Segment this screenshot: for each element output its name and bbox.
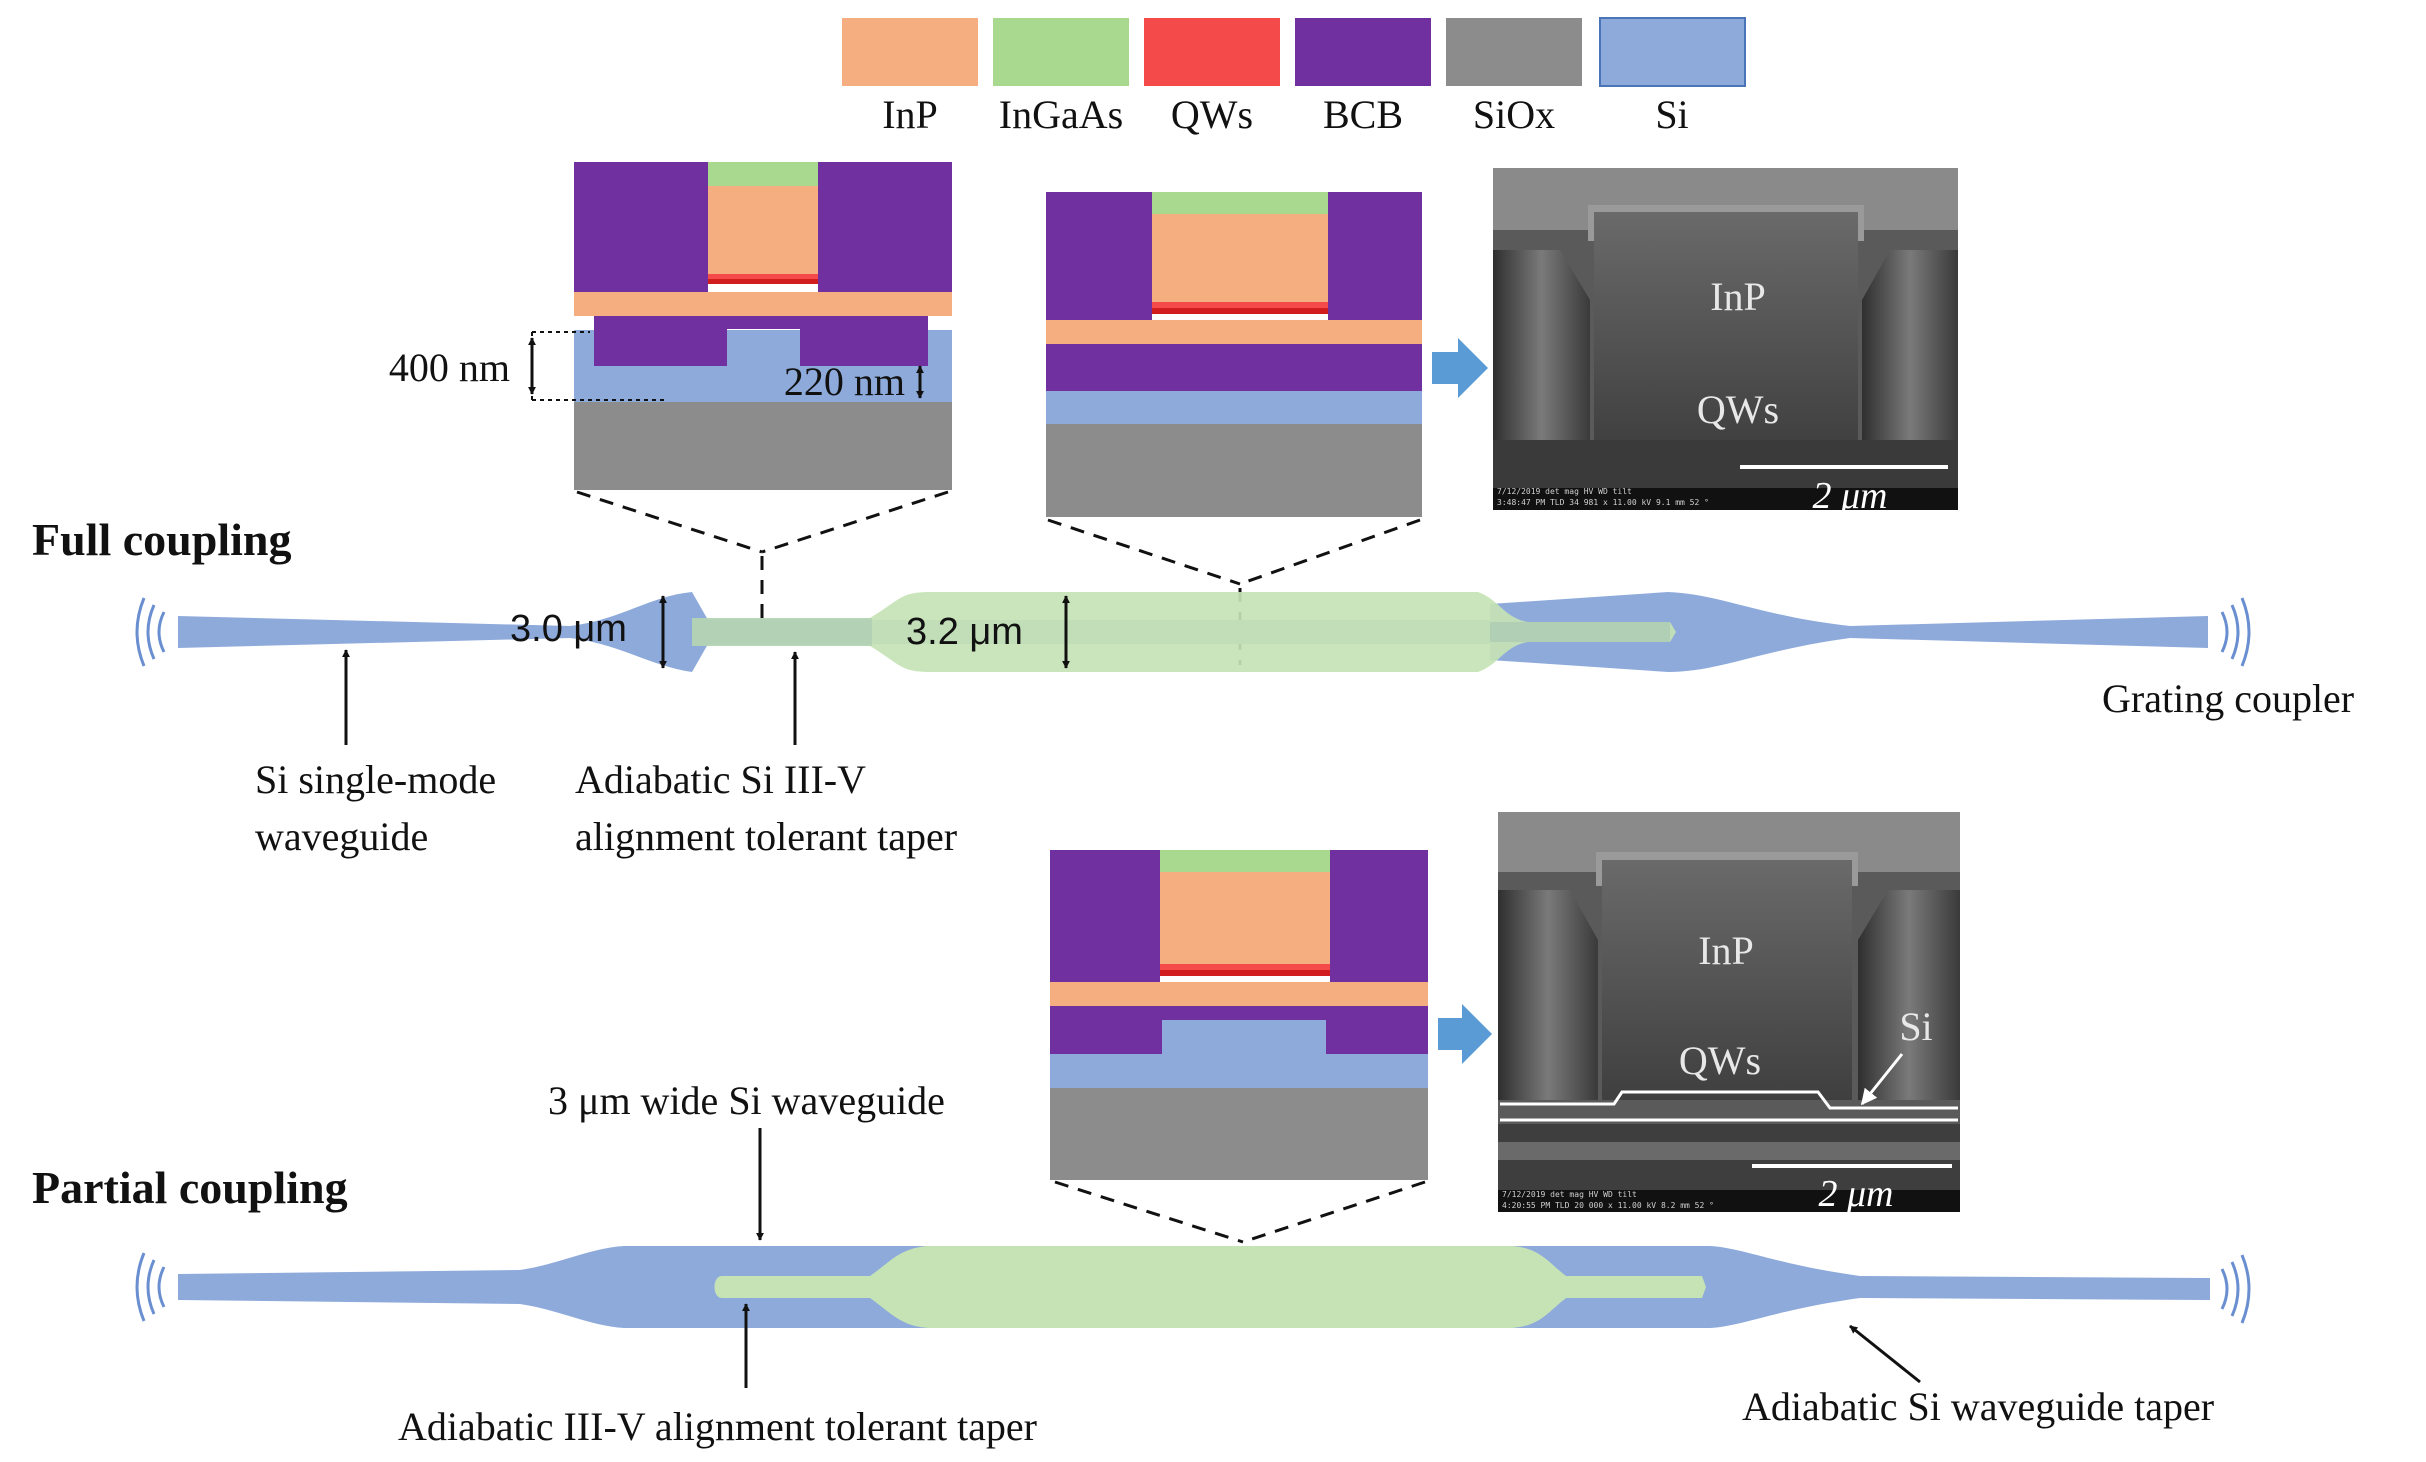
sem-label-qws: QWs xyxy=(1697,387,1779,432)
width-label-3-0: 3.0 μm xyxy=(510,608,627,650)
bcb-top-strip xyxy=(594,316,928,329)
si-layer xyxy=(1050,1054,1428,1088)
qws-layer-dark xyxy=(1152,308,1328,314)
grating-coupler-right-icon xyxy=(2220,597,2251,667)
taper-overlap-right xyxy=(1490,622,1670,642)
legend-swatch-bcb xyxy=(1295,18,1431,86)
bcb-right-block xyxy=(818,162,952,292)
sem-image-partial: InP QWs Si 2 μm 7/12/2019 det mag HV WD … xyxy=(1498,812,1960,1215)
legend-swatch-siox xyxy=(1446,18,1582,86)
width-label-3-2: 3.2 μm xyxy=(906,611,1023,653)
legend-item-bcb: BCB xyxy=(1295,18,1431,137)
grating-coupler-left-icon xyxy=(135,1252,166,1322)
label-taper-line1: Adiabatic Si III-V xyxy=(575,757,866,802)
legend-label-ingaas: InGaAs xyxy=(999,92,1123,137)
legend-label-si: Si xyxy=(1655,92,1688,137)
sem-label-inp: InP xyxy=(1710,274,1766,319)
label-si-waveguide-line2: waveguide xyxy=(255,814,428,859)
label-grating-coupler: Grating coupler xyxy=(2102,676,2354,721)
iii-v-taper xyxy=(692,592,1676,672)
partial-coupling-title: Partial coupling xyxy=(32,1162,348,1213)
sem-si-pointer xyxy=(1860,1053,1904,1106)
zoom-lines-full-1 xyxy=(576,490,949,635)
legend-label-siox: SiOx xyxy=(1473,92,1555,137)
legend-label-qws: QWs xyxy=(1171,92,1253,137)
pointer-si-taper xyxy=(1849,1324,1921,1384)
bcb-rib-left xyxy=(1050,1006,1162,1054)
qws-layer-dark xyxy=(1160,970,1330,976)
inp-slab xyxy=(574,292,952,316)
sem-mesa xyxy=(1602,860,1852,1100)
sem-info-line1: 7/12/2019 det mag HV WD tilt xyxy=(1502,1190,1637,1199)
legend-swatch-inp xyxy=(842,18,978,86)
sem-info-line2: 4:20:55 PM TLD 20 000 x 11.00 kV 8.2 mm … xyxy=(1502,1201,1714,1210)
grating-coupler-right-icon xyxy=(2220,1254,2251,1324)
legend-label-inp: InP xyxy=(882,92,938,137)
dim-220-label: 220 nm xyxy=(784,359,905,404)
sem-si-outline xyxy=(1500,1090,1958,1110)
legend-label-bcb: BCB xyxy=(1323,92,1403,137)
label-3um-waveguide: 3 μm wide Si waveguide xyxy=(548,1078,945,1123)
sem-mesa xyxy=(1594,212,1858,450)
iii-v-taper xyxy=(714,1246,1706,1328)
legend-item-siox: SiOx xyxy=(1446,18,1582,137)
qws-layer-dark xyxy=(708,279,818,284)
waveguide-partial-coupling xyxy=(135,1246,2251,1328)
sem-scale-label: 2 μm xyxy=(1818,1173,1893,1215)
ingaas-cap xyxy=(1152,192,1328,214)
bcb-left-block xyxy=(574,162,708,292)
siox-substrate xyxy=(574,402,952,490)
ingaas-cap xyxy=(708,162,818,186)
siox-substrate xyxy=(1046,424,1422,517)
full-coupling-title: Full coupling xyxy=(32,514,291,565)
taper-overlap-left xyxy=(692,618,872,646)
bcb-left-block xyxy=(1050,850,1160,982)
inp-slab xyxy=(1050,982,1428,1006)
bcb-bonding-layer xyxy=(1046,344,1422,391)
legend: InP InGaAs QWs BCB SiOx Si xyxy=(842,17,1746,137)
inp-slab xyxy=(1046,320,1422,344)
sem-label-qws: QWs xyxy=(1679,1038,1761,1083)
cross-section-full-taper: 400 nm 220 nm xyxy=(389,162,952,490)
label-si-waveguide-line1: Si single-mode xyxy=(255,757,496,802)
si-layer xyxy=(1046,391,1422,424)
grating-coupler-left-icon xyxy=(135,597,166,667)
cross-section-full-device xyxy=(1046,192,1422,517)
ingaas-cap xyxy=(1160,850,1330,872)
bcb-right-block xyxy=(1330,850,1428,982)
label-taper-line2: alignment tolerant taper xyxy=(575,814,957,859)
inp-mesa xyxy=(1152,214,1328,302)
cross-section-partial-device xyxy=(1050,850,1428,1180)
siox-substrate xyxy=(1050,1088,1428,1180)
legend-item-ingaas: InGaAs xyxy=(993,18,1129,137)
sem-label-si: Si xyxy=(1899,1004,1932,1049)
si-rib xyxy=(1162,1020,1326,1054)
bcb-above-rib xyxy=(1162,1006,1326,1020)
bcb-right-block xyxy=(1328,192,1422,320)
bcb-left-block xyxy=(1046,192,1152,320)
waveguide-full-coupling: 3.0 μm 3.2 μm xyxy=(135,592,2251,672)
inp-mesa xyxy=(1160,872,1330,964)
sem-scale-label: 2 μm xyxy=(1812,475,1887,517)
blue-arrow-icon xyxy=(1432,338,1488,398)
blue-arrow-icon xyxy=(1438,1004,1492,1064)
legend-swatch-ingaas xyxy=(993,18,1129,86)
legend-item-qws: QWs xyxy=(1144,18,1280,137)
legend-swatch-qws xyxy=(1144,18,1280,86)
sem-info-line2: 3:48:47 PM TLD 34 981 x 11.00 kV 9.1 mm … xyxy=(1497,498,1709,507)
legend-swatch-si xyxy=(1599,17,1746,87)
label-iii-v-taper: Adiabatic III-V alignment tolerant taper xyxy=(398,1404,1037,1449)
dim-400-label: 400 nm xyxy=(389,345,510,390)
sem-image-full: InP QWs 2 μm 7/12/2019 det mag HV WD til… xyxy=(1493,168,1958,517)
sem-label-inp: InP xyxy=(1698,928,1754,973)
bcb-rib-right xyxy=(1326,1006,1428,1054)
inp-mesa xyxy=(708,186,818,274)
legend-item-si: Si xyxy=(1599,17,1746,137)
label-si-taper: Adiabatic Si waveguide taper xyxy=(1742,1384,2214,1429)
sem-info-line1: 7/12/2019 det mag HV WD tilt xyxy=(1497,487,1632,496)
legend-item-inp: InP xyxy=(842,18,978,137)
